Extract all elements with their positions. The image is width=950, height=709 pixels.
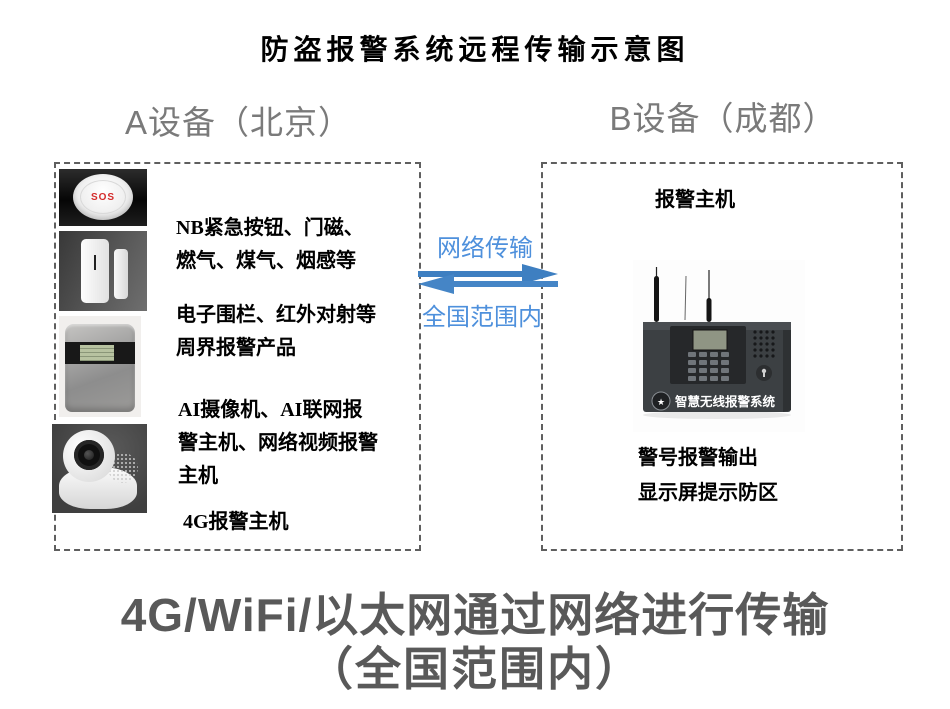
door-sensor-slot	[94, 255, 96, 270]
text-line: NB紧急按钮、门磁、	[176, 217, 364, 239]
text-line: 4G报警主机	[183, 511, 289, 533]
sos-button-ring	[80, 180, 126, 214]
text-line: 电子围栏、红外对射等	[176, 304, 376, 326]
alarm-host-photo: ★ 智慧无线报警系统	[633, 260, 805, 432]
alarm-host-brand-label: 智慧无线报警系统	[674, 394, 776, 409]
sos-button-disc: SOS	[73, 174, 133, 220]
device-a-block-ai: AI摄像机、AI联网报 警主机、网络视频报警 主机	[178, 394, 378, 493]
door-sensor-magnet	[114, 249, 128, 299]
text-line: 警号报警输出	[638, 447, 758, 469]
camera-lens-glass	[84, 450, 94, 460]
device-a-header: A设备（北京）	[124, 104, 352, 141]
text-line: 主机	[178, 465, 218, 487]
text-line: AI摄像机、AI联网报	[178, 399, 363, 421]
device-b-output-block: 警号报警输出 显示屏提示防区	[638, 441, 778, 511]
device-a-block-perimeter: 电子围栏、红外对射等 周界报警产品	[176, 299, 376, 365]
electronic-fence-controller-photo	[59, 316, 141, 417]
text-line: 周界报警产品	[176, 337, 296, 359]
sos-emergency-button-photo: SOS	[59, 169, 147, 226]
alarm-host-device: ★ 智慧无线报警系统	[643, 267, 791, 419]
text-line: 警主机、网络视频报警	[178, 432, 378, 454]
device-b-box	[541, 162, 903, 551]
shield-star-icon: ★	[657, 397, 665, 407]
door-magnet-sensor-photo	[59, 231, 147, 311]
dome-camera-photo	[52, 424, 147, 513]
device-a-block-sensors: NB紧急按钮、门磁、 燃气、煤气、烟感等	[176, 212, 364, 278]
device-a-box	[54, 162, 421, 551]
page-title: 防盗报警系统远程传输示意图	[260, 34, 690, 65]
camera-lens-icon	[74, 440, 104, 470]
fence-controller-body	[65, 324, 135, 412]
network-transmission-label: 网络传输	[437, 235, 533, 262]
camera-head	[63, 430, 115, 482]
device-b-header: B设备（成都）	[609, 100, 837, 137]
fence-controller-lcd	[80, 345, 114, 361]
door-sensor-body	[81, 239, 109, 303]
sos-button-label: SOS	[90, 191, 116, 203]
nationwide-scope-label: 全国范围内	[422, 304, 542, 331]
device-a-block-4g: 4G报警主机	[183, 506, 289, 539]
text-line: 显示屏提示防区	[638, 482, 778, 504]
footer-caption-line2: （全国范围内）	[307, 643, 643, 695]
bidirectional-arrows-icon	[418, 264, 558, 294]
text-line: 燃气、煤气、烟感等	[176, 250, 356, 272]
alarm-host-caption: 报警主机	[655, 189, 735, 211]
footer-caption-line1: 4G/WiFi/以太网通过网络进行传输	[120, 589, 830, 641]
